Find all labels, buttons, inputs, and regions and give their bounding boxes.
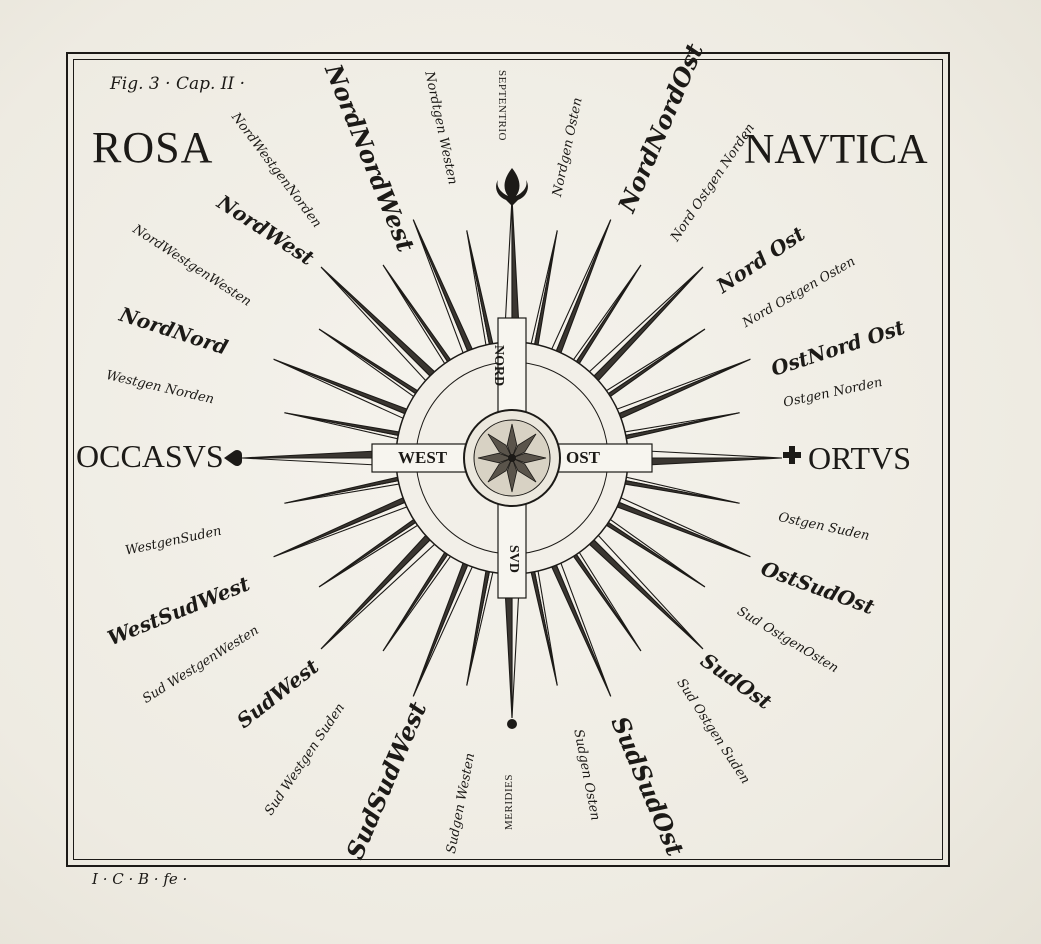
engraver-signature: I · C · B · fe · bbox=[92, 870, 188, 888]
rosette-petal bbox=[511, 433, 537, 459]
ring-label-sud: SVD bbox=[506, 545, 521, 574]
title-nautica: NAVTICA bbox=[744, 127, 928, 173]
center-dot bbox=[508, 454, 516, 462]
cardinal-west: OCCASVS bbox=[76, 438, 224, 474]
rosette-petal bbox=[506, 423, 518, 460]
cardinal-south: MERIDIES bbox=[503, 774, 515, 830]
rosette-petal bbox=[487, 457, 513, 483]
ring-label-nord: NORD bbox=[491, 345, 506, 387]
cardinal-north: SEPTENTRIO bbox=[496, 70, 508, 141]
rosette-petal bbox=[477, 452, 514, 464]
rosette-petal bbox=[510, 452, 547, 464]
inner-border bbox=[73, 59, 943, 860]
rosette-petal bbox=[511, 457, 537, 483]
heart-icon bbox=[224, 450, 242, 466]
ring-label-west: WEST bbox=[398, 448, 448, 467]
ring-label-ost: OST bbox=[566, 448, 601, 467]
rosette-petal bbox=[506, 456, 518, 493]
cross-icon bbox=[783, 446, 801, 464]
fleur-de-lis-icon bbox=[496, 168, 528, 206]
figure-label: Fig. 3 · Cap. II · bbox=[110, 74, 246, 94]
cardinal-east: ORTVS bbox=[808, 440, 911, 476]
outer-border bbox=[66, 52, 950, 867]
rosette-petal bbox=[487, 433, 513, 459]
south-star-icon bbox=[507, 719, 517, 729]
title-rosa: ROSA bbox=[92, 123, 214, 172]
